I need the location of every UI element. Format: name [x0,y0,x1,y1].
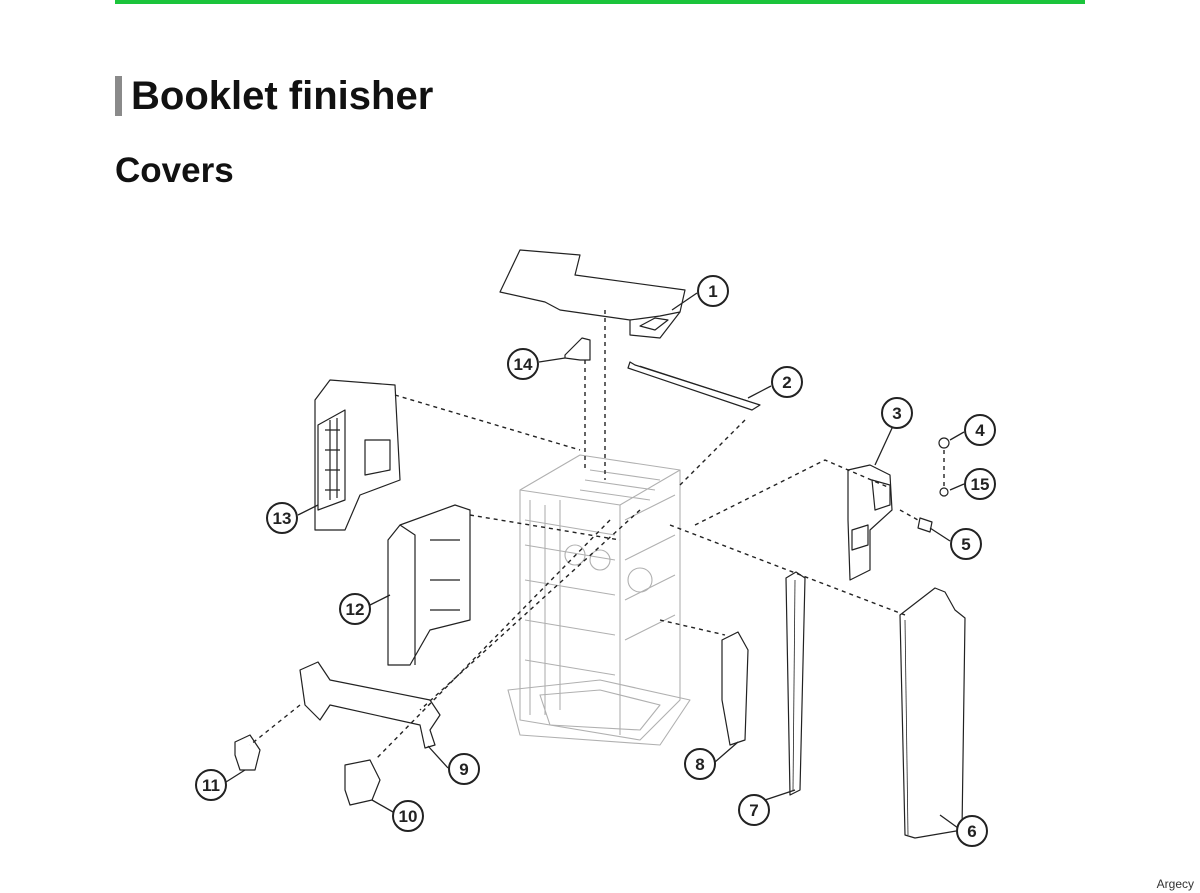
part-bracket-assembly [847,464,893,581]
svg-text:12: 12 [346,600,365,619]
dashed-leaders [249,310,945,761]
part-spring [917,517,933,533]
svg-text:8: 8 [695,755,704,774]
callout-2: 2 [771,366,803,398]
callout-4: 4 [964,414,996,446]
part-side-cover [387,504,471,666]
finisher-frame [507,454,691,746]
part-vertical-rail [785,571,806,796]
svg-text:11: 11 [202,776,220,795]
section-title: Covers [115,151,234,190]
callout-6: 6 [956,815,988,847]
part-lower-bracket [234,734,261,771]
part-small-bracket [564,337,591,361]
callout-3: 3 [881,397,913,429]
svg-text:14: 14 [514,355,533,374]
svg-text:7: 7 [749,801,758,820]
svg-text:1: 1 [708,282,717,301]
page-title: Booklet finisher [131,74,434,118]
callout-10: 10 [392,800,424,832]
part-top-cover [499,249,686,339]
svg-text:9: 9 [459,760,468,779]
svg-text:15: 15 [971,475,990,494]
part-lower-rail [299,661,441,749]
svg-text:5: 5 [961,535,970,554]
svg-text:2: 2 [782,373,791,392]
watermark: Argecy [1156,877,1194,891]
callout-12: 12 [339,593,371,625]
callout-9: 9 [448,753,480,785]
part-guide-bar [627,361,761,411]
callout-7: 7 [738,794,770,826]
title-accent-bar [115,76,122,116]
part-corner-cover [344,759,381,806]
svg-text:3: 3 [892,404,901,423]
callout-8: 8 [684,748,716,780]
callout-5: 5 [950,528,982,560]
callout-13: 13 [266,502,298,534]
part-screw [938,437,950,449]
svg-text:6: 6 [967,822,976,841]
callout-14: 14 [507,348,539,380]
callout-11: 11 [195,769,227,801]
part-small-screw [939,487,949,497]
callout-1: 1 [697,275,729,307]
part-rear-cover [314,379,401,531]
svg-text:10: 10 [399,807,418,826]
callout-15: 15 [964,468,996,500]
svg-text:13: 13 [273,509,292,528]
part-front-door [899,587,966,839]
top-accent-rule [115,0,1085,4]
svg-text:4: 4 [975,421,985,440]
part-side-bracket [721,631,749,746]
